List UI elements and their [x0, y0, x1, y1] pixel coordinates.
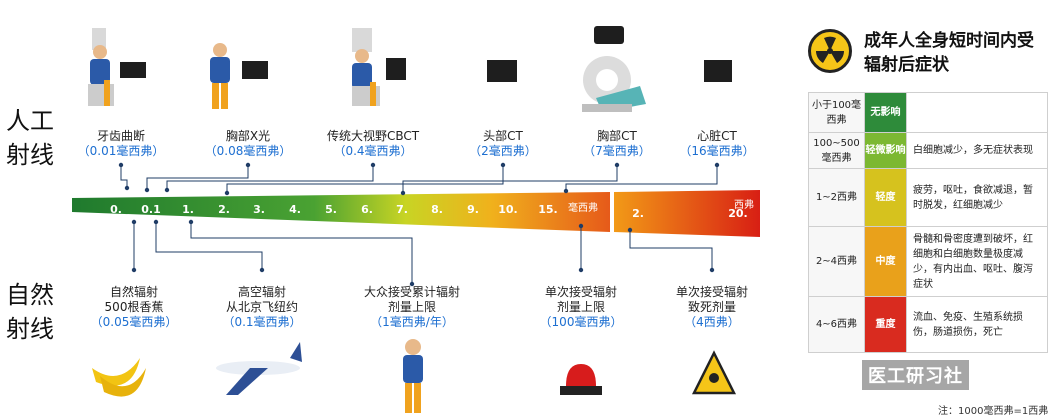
chest-ct-illustration — [582, 26, 646, 112]
symptom-row: 小于100毫西弗无影响 — [808, 92, 1048, 133]
symptom-level: 中度 — [864, 226, 907, 297]
scale-tick: 8. — [431, 203, 443, 216]
natural-item: 单次接受辐射剂量上限（100毫西弗） — [516, 285, 646, 330]
watermark: 医工研习社 — [862, 360, 969, 390]
scale-tick: 15. — [538, 203, 558, 216]
symptom-dose: 4~6西弗 — [808, 296, 865, 353]
natural-item-line2: 从北京飞纽约 — [225, 300, 298, 314]
dental-panoramic-illustration — [88, 28, 146, 106]
artificial-item-name: 胸部X光 — [225, 129, 271, 143]
airplane-illustration — [216, 342, 302, 395]
scale-tick: 9. — [467, 203, 479, 216]
msv-bar — [72, 192, 610, 232]
chest-xray-illustration — [210, 43, 268, 109]
symptom-level: 无影响 — [864, 92, 907, 133]
alarm-light-illustration — [560, 364, 602, 395]
dose-scale-graphic — [72, 26, 760, 413]
head-ct-illustration — [487, 60, 517, 82]
natural-item-dose: （0.05毫西弗） — [90, 315, 178, 329]
natural-item-line2: 500根香蕉 — [104, 300, 164, 314]
artificial-item-dose: （16毫西弗） — [679, 144, 755, 158]
scale-tick: 10. — [498, 203, 518, 216]
scale-tick: 4. — [289, 203, 301, 216]
artificial-item-dose: （2毫西弗） — [469, 144, 537, 158]
artificial-item-dose: （0.01毫西弗） — [77, 144, 165, 158]
panel-title: 成年人全身短时间内受辐射后症状 — [864, 31, 1034, 75]
symptom-level: 轻微影响 — [864, 132, 907, 169]
natural-rays-label: 自然 射线 — [6, 281, 54, 343]
symptom-dose: 2~4西弗 — [808, 226, 865, 297]
artificial-item-name: 牙齿曲断 — [96, 129, 145, 143]
artificial-item: 牙齿曲断（0.01毫西弗） — [61, 129, 181, 159]
symptom-desc: 白细胞减少，多无症状表现 — [906, 132, 1048, 169]
scale-tick-sv: 20. — [728, 207, 748, 220]
natural-item-dose: （4西弗） — [684, 315, 740, 329]
symptom-row: 2~4西弗中度骨髓和骨密度遭到破坏，红细胞和白细胞数量极度减少，有内出血、呕吐、… — [808, 226, 1048, 297]
danger-sign-illustration — [691, 350, 737, 395]
symptom-desc: 流血、免疫、生殖系统损伤，肠道损伤，死亡 — [906, 296, 1048, 353]
msv-unit-label: 毫西弗 — [568, 203, 598, 214]
natural-item-dose: （0.1毫西弗） — [222, 315, 302, 329]
symptom-dose: 1~2西弗 — [808, 168, 865, 227]
artificial-item: 胸部CT（7毫西弗） — [557, 129, 677, 159]
artificial-item: 心脏CT（16毫西弗） — [657, 129, 777, 159]
symptom-desc — [906, 92, 1048, 133]
natural-item-line1: 单次接受辐射 — [675, 285, 748, 299]
banana-illustration — [92, 358, 146, 397]
symptom-desc: 疲劳，呕吐，食欲减退，暂时脱发，红细胞减少 — [906, 168, 1048, 227]
symptom-row: 4~6西弗重度流血、免疫、生殖系统损伤，肠道损伤，死亡 — [808, 296, 1048, 353]
artificial-item: 头部CT（2毫西弗） — [443, 129, 563, 159]
symptom-dose: 小于100毫西弗 — [808, 92, 865, 133]
scale-tick: 1. — [182, 203, 194, 216]
scale-tick: 6. — [361, 203, 373, 216]
natural-item-line2: 剂量上限 — [556, 300, 605, 314]
artificial-item-name: 心脏CT — [697, 129, 737, 143]
artificial-item-dose: （0.4毫西弗） — [333, 144, 413, 158]
scale-tick: 0.1 — [141, 203, 161, 216]
natural-item: 大众接受累计辐射剂量上限（1毫西弗/年） — [347, 285, 477, 330]
scale-tick: 0. — [110, 203, 122, 216]
artificial-item: 胸部X光（0.08毫西弗） — [188, 129, 308, 159]
scale-tick: 5. — [325, 203, 337, 216]
scale-tick: 7. — [396, 203, 408, 216]
sv-unit-label: 西弗 — [734, 200, 754, 211]
artificial-item-name: 传统大视野CBCT — [326, 129, 420, 143]
footnote: 注：1000毫西弗=1西弗 — [938, 406, 1049, 417]
radiation-hazard-icon — [808, 29, 852, 73]
symptom-level: 重度 — [864, 296, 907, 353]
symptom-level: 轻度 — [864, 168, 907, 227]
artificial-item-dose: （0.08毫西弗） — [204, 144, 292, 158]
natural-item-line1: 单次接受辐射 — [544, 285, 617, 299]
natural-item-dose: （1毫西弗/年） — [370, 315, 454, 329]
natural-item-line1: 高空辐射 — [237, 285, 286, 299]
sv-bar — [614, 190, 760, 237]
natural-item-line1: 自然辐射 — [109, 285, 158, 299]
natural-item: 单次接受辐射致死剂量（4西弗） — [647, 285, 777, 330]
scale-tick: 3. — [253, 203, 265, 216]
symptom-desc: 骨髓和骨密度遭到破坏，红细胞和白细胞数量极度减少，有内出血、呕吐、腹泻症状 — [906, 226, 1048, 297]
natural-item: 高空辐射从北京飞纽约（0.1毫西弗） — [197, 285, 327, 330]
cbct-illustration — [352, 28, 406, 106]
symptoms-panel: 成年人全身短时间内受辐射后症状 — [800, 25, 1050, 397]
symptom-dose: 100~500毫西弗 — [808, 132, 865, 169]
natural-item-line1: 大众接受累计辐射 — [363, 285, 460, 299]
scale-tick: 2. — [218, 203, 230, 216]
artificial-item-dose: （7毫西弗） — [583, 144, 651, 158]
artificial-rays-label: 人工 射线 — [6, 107, 54, 169]
scale-tick-sv: 2. — [632, 207, 644, 220]
person-illustration — [403, 339, 423, 413]
symptom-row: 1~2西弗轻度疲劳，呕吐，食欲减退，暂时脱发，红细胞减少 — [808, 168, 1048, 227]
natural-item-line2: 剂量上限 — [387, 300, 436, 314]
symptom-row: 100~500毫西弗轻微影响白细胞减少，多无症状表现 — [808, 132, 1048, 169]
natural-item-line2: 致死剂量 — [687, 300, 736, 314]
artificial-item-name: 胸部CT — [597, 129, 637, 143]
natural-item-dose: （100毫西弗） — [539, 315, 623, 329]
heart-ct-illustration — [704, 60, 732, 82]
artificial-item-name: 头部CT — [483, 129, 523, 143]
artificial-item: 传统大视野CBCT（0.4毫西弗） — [313, 129, 433, 159]
